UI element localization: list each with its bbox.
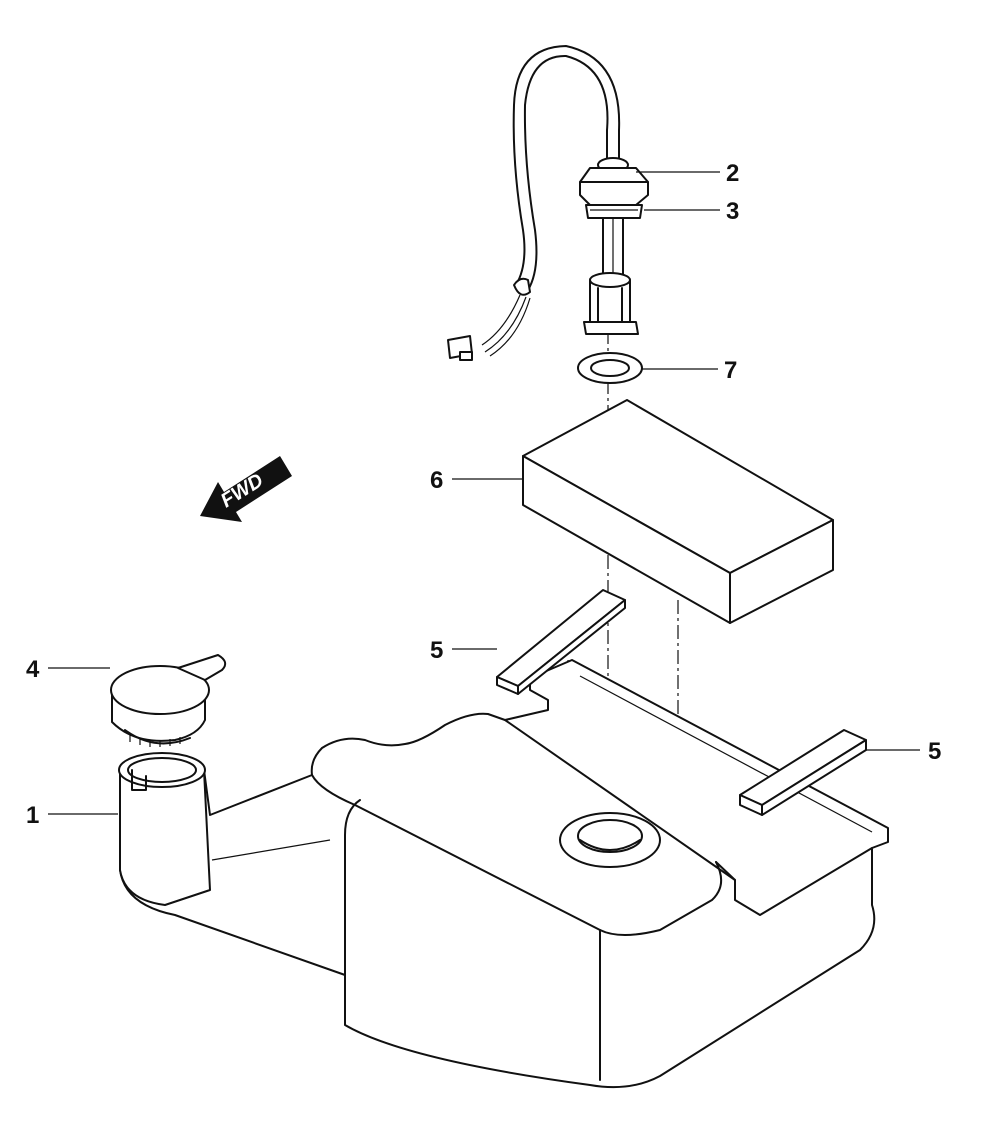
callout-7: 7 bbox=[724, 357, 737, 384]
fuel-tank bbox=[118, 659, 889, 1089]
callouts: 1 2 3 4 5 5 6 7 bbox=[26, 160, 941, 829]
foam-block bbox=[522, 399, 834, 624]
callout-4: 4 bbox=[26, 656, 40, 683]
gasket bbox=[577, 352, 643, 384]
fuel-level-sender bbox=[447, 45, 649, 361]
callout-6: 6 bbox=[430, 467, 443, 494]
leader-lines bbox=[48, 171, 920, 815]
callout-1: 1 bbox=[26, 802, 39, 829]
callout-3: 3 bbox=[726, 198, 739, 225]
callout-5-right: 5 bbox=[928, 738, 941, 765]
foam-strip-right bbox=[739, 729, 867, 816]
callout-2: 2 bbox=[726, 160, 739, 187]
filler-cap bbox=[110, 654, 227, 747]
foam-strip-left bbox=[496, 589, 626, 695]
callout-5-left: 5 bbox=[430, 637, 443, 664]
fwd-direction-arrow: FWD bbox=[200, 456, 292, 522]
